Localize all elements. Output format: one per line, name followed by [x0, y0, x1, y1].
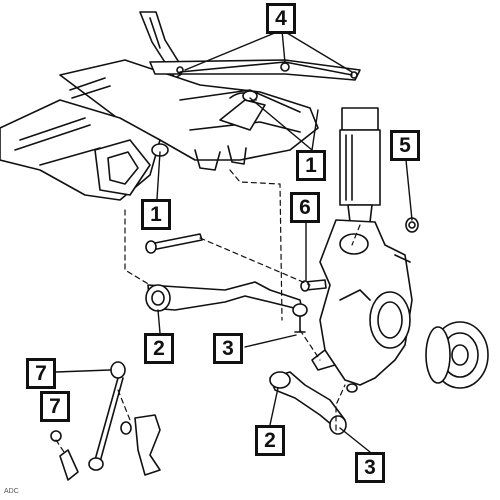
stabilizer-link: [50, 361, 161, 481]
shock-absorber: [339, 107, 381, 223]
dashed-leader-lines: [55, 169, 361, 453]
steering-knuckle: [311, 219, 413, 386]
wheel-hub: [425, 321, 489, 389]
fasteners: [145, 217, 419, 393]
callout-3-upper: 3: [213, 333, 243, 364]
lower-control-arm: [269, 371, 347, 435]
callout-5: 5: [390, 130, 420, 161]
callout-1-upper: 1: [296, 150, 326, 181]
upper-control-arm: [145, 281, 308, 333]
callout-6: 6: [290, 192, 320, 223]
callout-3-lower: 3: [355, 452, 385, 483]
callout-4: 4: [266, 3, 296, 34]
callout-1-lower: 1: [141, 199, 171, 230]
callout-2-lower: 2: [255, 425, 285, 456]
callout-7-lower: 7: [40, 391, 70, 422]
subframe: [0, 11, 319, 201]
callout-leaders: [55, 29, 413, 453]
callout-7-upper: 7: [26, 358, 56, 389]
callout-2-upper: 2: [144, 333, 174, 364]
credit-label: ADC: [4, 488, 19, 495]
strut-brace: [149, 59, 361, 81]
